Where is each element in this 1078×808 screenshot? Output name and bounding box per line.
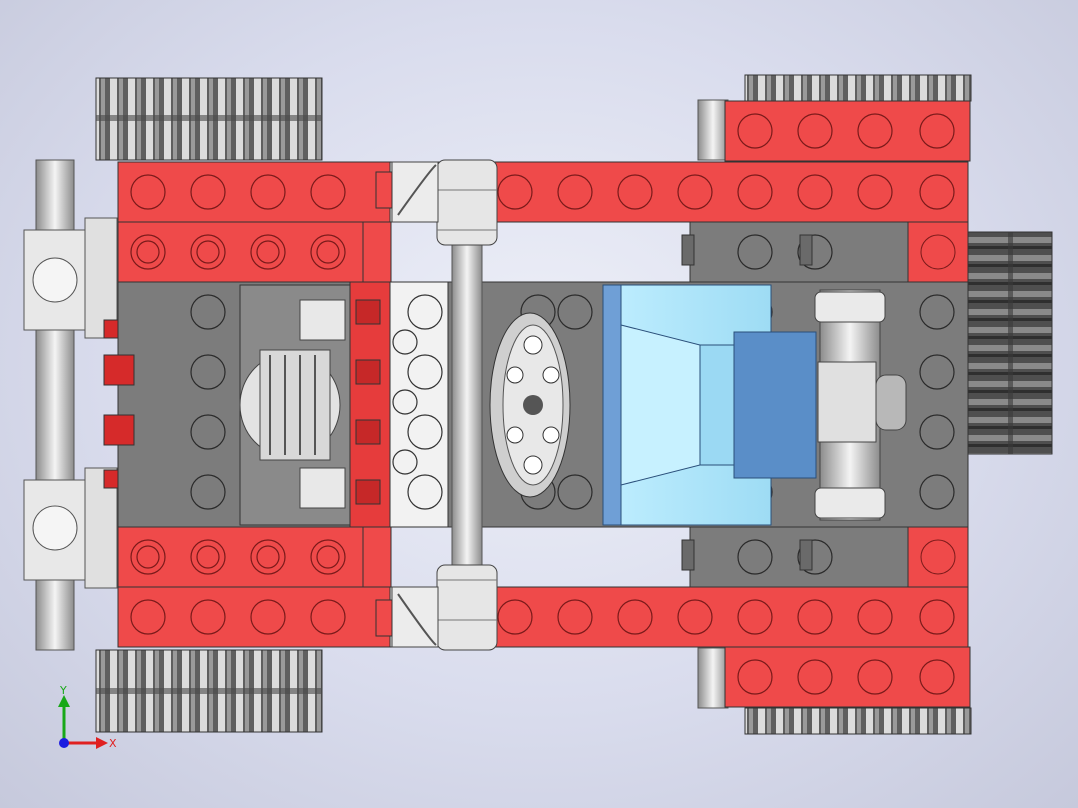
drive-shaft [436,159,498,651]
red-beam-bottom-inner [117,526,364,588]
rear-bushings [697,99,729,709]
axis-triad: Y X [58,685,117,750]
tire-spare-right [967,231,1053,455]
z-axis-dot [59,738,69,748]
tire-front-left-bottom [95,649,323,733]
x-axis-arrow [64,737,108,749]
red-beam-top-inner [117,221,364,283]
rear-axle [814,289,907,521]
rear-gray-blocks [681,234,813,571]
red-pins-front [103,319,135,489]
pulley-wheel [489,312,571,498]
x-axis-label: X [109,737,117,750]
differential-gear [239,284,351,526]
red-beam-right [907,221,969,588]
y-axis-label: Y [59,685,67,697]
center-bushings [375,161,439,648]
tire-front-left-top [95,77,323,161]
tire-rear-top [744,74,972,102]
y-axis-arrow [58,695,70,743]
red-liftarm-center [349,221,392,588]
front-axle [23,159,118,651]
blue-part [602,284,817,526]
tire-rear-bottom [744,707,972,735]
red-beam-bottom-outer [117,586,971,708]
red-beam-top-outer [117,100,971,223]
